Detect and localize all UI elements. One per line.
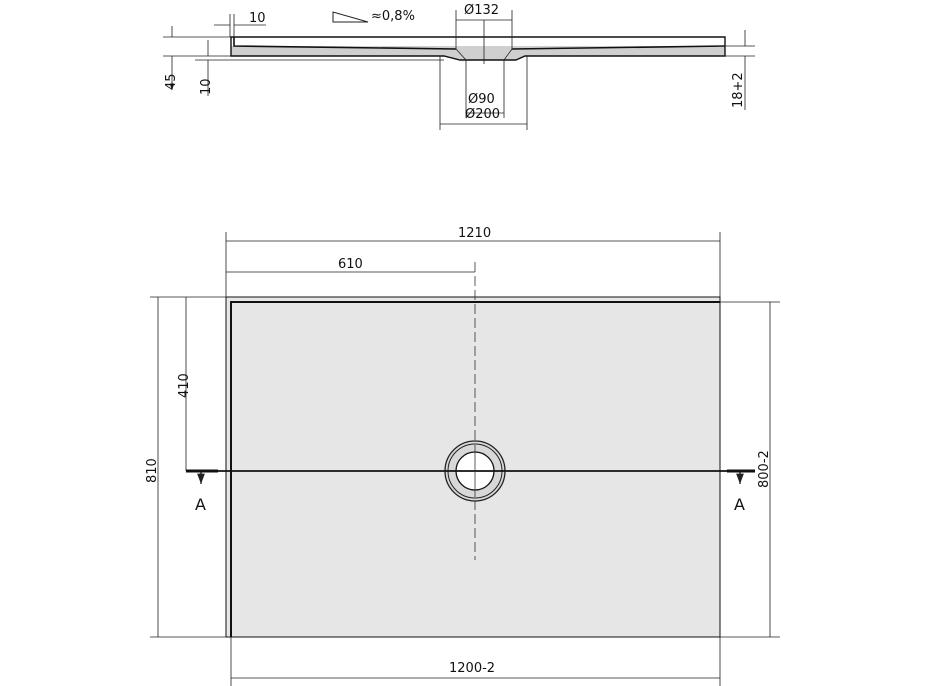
slope-wedge-icon (332, 11, 369, 23)
dim-45-label: 45 (164, 73, 179, 90)
tray-inner-line (233, 37, 726, 50)
dim-200-label: Ø200 (465, 107, 500, 122)
dim-18-2-label: 18+2 (731, 72, 746, 108)
drain-bore (455, 48, 513, 61)
dim-1210-label: 1210 (458, 226, 491, 241)
plan-view: 1210 610 410 810 800-2 1200-2 A A (145, 226, 780, 686)
dim-10-horizontal-label: 10 (249, 11, 266, 26)
drain-icon (444, 440, 506, 502)
dim-90-label: Ø90 (468, 92, 495, 107)
section-marker-left: A (186, 469, 218, 514)
dim-610-label: 610 (338, 257, 363, 272)
dim-800-2-label: 800-2 (757, 450, 772, 488)
dim-132-label: Ø132 (464, 3, 499, 18)
dim-10-vertical-label: 10 (199, 78, 214, 95)
dim-810-label: 810 (145, 458, 160, 483)
section-marker-right: A (727, 469, 755, 514)
section-label-left: A (195, 495, 206, 514)
dim-1200-2-label: 1200-2 (449, 661, 495, 676)
section-label-right: A (734, 495, 745, 514)
slope-label: ≈0,8% (371, 9, 415, 24)
tray-profile-fill (231, 46, 725, 60)
tray-profile-outline (230, 36, 726, 61)
dim-410-label: 410 (177, 373, 192, 398)
tray-inner-edge (230, 301, 720, 637)
side-view: 45 10 10 ≈0,8% Ø132 Ø90 Ø200 18+2 (163, 3, 755, 130)
